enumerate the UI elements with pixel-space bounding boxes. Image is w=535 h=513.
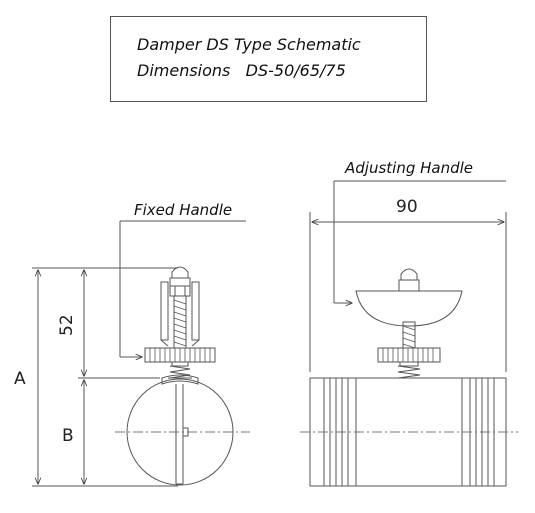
title-box: Damper DS Type Schematic Dimensions DS-5… (110, 16, 427, 102)
dimension-a-label: A (14, 369, 26, 389)
dimension-90-label: 90 (396, 197, 418, 217)
adjusting-handle-leader (333, 180, 506, 303)
title-line-2: Dimensions DS-50/65/75 (137, 61, 346, 80)
dimension-52-label: 52 (57, 314, 77, 336)
spring-left (168, 365, 192, 379)
pipe-circle (126, 378, 234, 486)
fixed-handle-label: Fixed Handle (134, 201, 232, 219)
dimension-90 (309, 212, 507, 372)
dimension-lines-left (32, 267, 178, 487)
adjusting-handle-label: Adjusting Handle (344, 159, 473, 177)
knurled-wheel-right (377, 347, 441, 363)
adjusting-bowl (355, 290, 463, 327)
left-view (115, 266, 250, 486)
right-view (300, 268, 518, 487)
dimension-b-label: B (62, 426, 74, 446)
cap-left (171, 266, 189, 279)
title-line-1: Damper DS Type Schematic (137, 35, 361, 54)
fixed-handle-leader (119, 220, 246, 357)
